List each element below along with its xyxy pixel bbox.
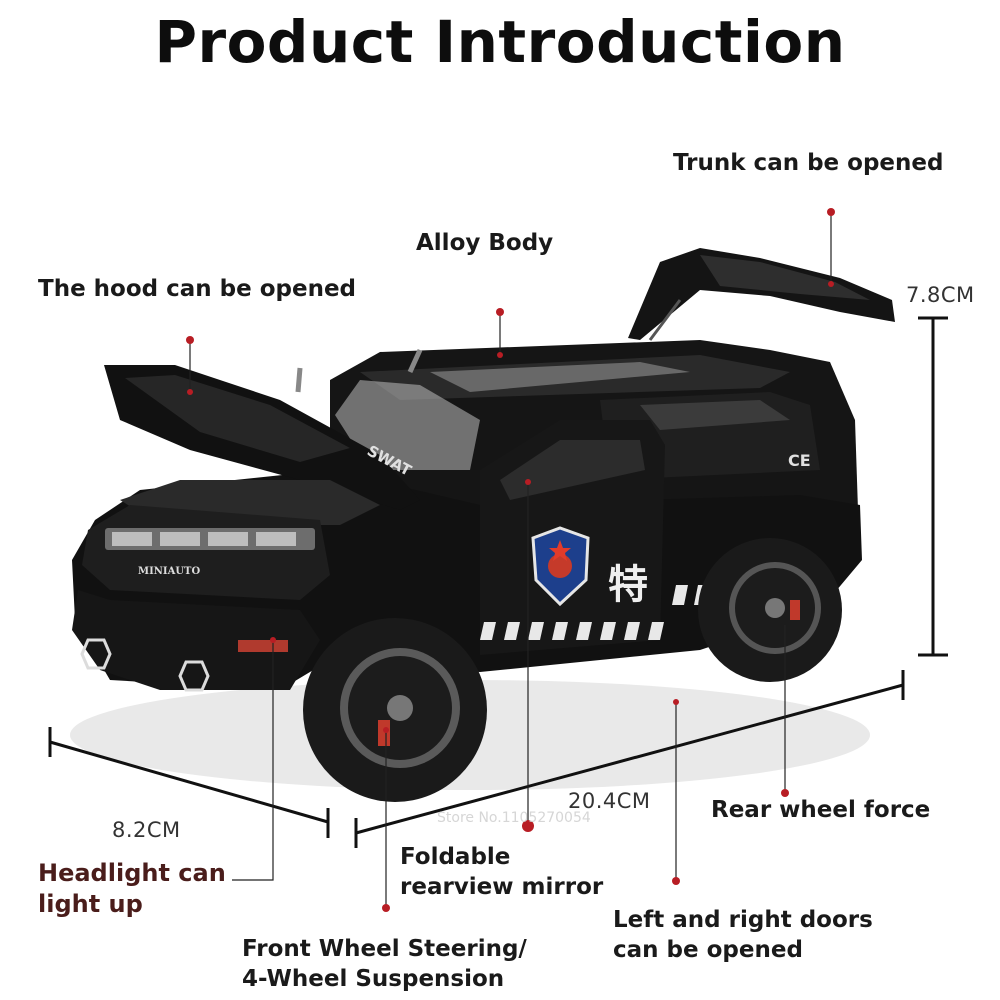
dimension-width-label: 8.2CM <box>112 818 181 842</box>
fog-light-left <box>80 638 112 670</box>
store-watermark: Store No.1105270054 <box>437 810 591 826</box>
marker-trunk <box>827 208 835 216</box>
width-line <box>49 740 329 824</box>
feature-front-wheel-label: Front Wheel Steering/ 4-Wheel Suspension <box>242 936 527 992</box>
callout-markers <box>186 208 835 912</box>
rear-wheel <box>698 538 842 682</box>
door-character: 特 <box>608 562 648 608</box>
feature-alloy-body-label: Alloy Body <box>416 230 554 256</box>
feature-trunk-label: Trunk can be opened <box>673 150 944 176</box>
dimension-lines <box>48 316 948 848</box>
feature-rear-wheel-label: Rear wheel force <box>711 797 931 823</box>
grille-brand-text: MINIAUTO <box>138 566 200 577</box>
police-badge <box>531 526 590 607</box>
callout-lines <box>189 212 832 908</box>
marker-doors <box>672 877 680 885</box>
windshield <box>335 380 480 470</box>
marker-light <box>238 640 288 652</box>
dimension-length-label: 20.4CM <box>568 789 651 813</box>
hood-strut <box>295 367 303 393</box>
front-wheel <box>303 618 487 802</box>
fog-light-right <box>178 660 210 692</box>
length-line <box>355 683 904 835</box>
marker-headlight <box>270 637 276 643</box>
dimension-height-label: 7.8CM <box>906 283 975 307</box>
front-grille <box>82 505 330 600</box>
feature-mirror-label: Foldable rearview mirror <box>400 844 604 900</box>
sunroof <box>430 362 690 392</box>
feature-doors-label: Left and right doors can be opened <box>613 907 873 963</box>
marker-alloy-body <box>496 308 504 316</box>
marker-rear-wheel <box>781 789 789 797</box>
page-title: Product Introduction <box>154 8 846 76</box>
swat-suv-model <box>72 248 895 802</box>
marker-mirror <box>522 820 534 832</box>
feature-hood-label: The hood can be opened <box>38 276 357 302</box>
feature-headlight-label: Headlight can light up <box>38 859 226 918</box>
side-text: CE <box>788 451 811 470</box>
marker-hood <box>186 336 194 344</box>
marker-front-wheel <box>382 904 390 912</box>
trunk-lid <box>628 248 895 340</box>
front-bumper <box>72 590 320 690</box>
